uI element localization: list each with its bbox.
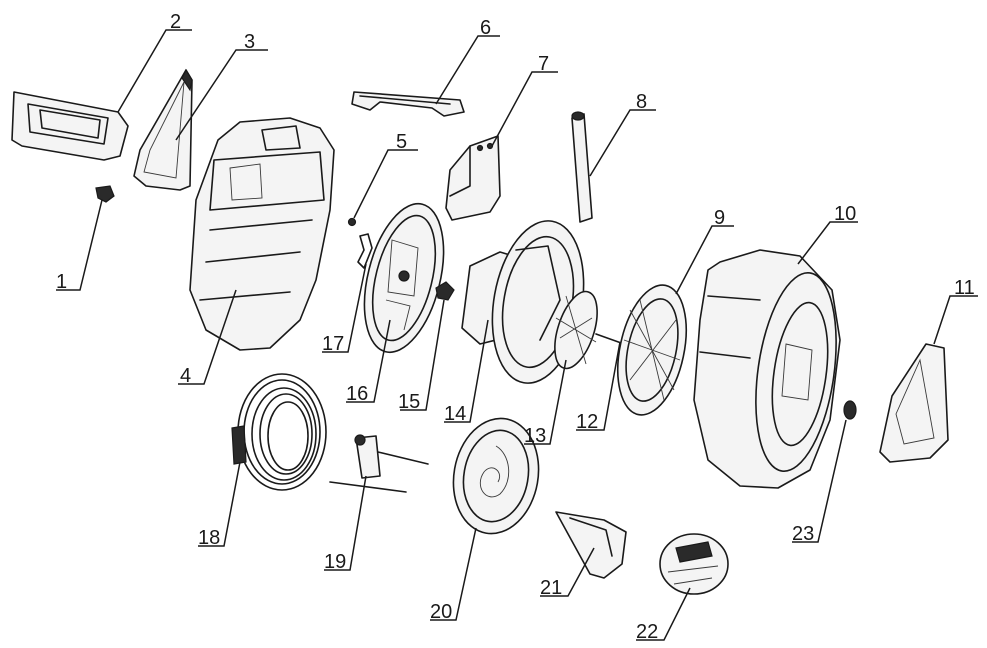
callout-13: 13 xyxy=(524,425,546,447)
part-9-grille xyxy=(617,284,687,416)
callout-9: 9 xyxy=(714,207,725,229)
part-23-nut xyxy=(843,400,857,420)
callout-2: 2 xyxy=(170,11,181,33)
part-16-fan-disc xyxy=(363,202,445,354)
leader-10 xyxy=(797,221,858,265)
leader-21 xyxy=(540,547,595,597)
callout-3: 3 xyxy=(244,31,255,53)
callout-17: 17 xyxy=(322,333,344,355)
part-11-front-filter xyxy=(879,343,949,463)
part-17-spring-clip xyxy=(357,233,373,269)
part-8-rod xyxy=(571,111,593,223)
part-2-front-frame xyxy=(11,91,129,161)
callout-16: 16 xyxy=(346,383,368,405)
leader-16 xyxy=(346,319,391,403)
leader-7 xyxy=(491,71,558,147)
callout-1: 1 xyxy=(56,271,67,293)
leader-17 xyxy=(322,263,367,353)
leader-lines xyxy=(56,29,978,641)
callout-18: 18 xyxy=(198,527,220,549)
callout-7: 7 xyxy=(538,53,549,75)
callout-20: 20 xyxy=(430,601,452,623)
callout-23: 23 xyxy=(792,523,814,545)
part-10-front-housing xyxy=(693,249,841,489)
leader-2 xyxy=(117,29,192,113)
leader-20 xyxy=(430,527,477,621)
part-6-handle xyxy=(351,91,465,117)
leader-11 xyxy=(933,295,978,345)
part-3-filter-screen xyxy=(133,68,193,191)
leader-19 xyxy=(324,475,367,571)
callout-labels: 1 2 3 4 5 6 7 8 9 10 11 12 13 14 15 16 1… xyxy=(56,11,975,643)
part-1-clip xyxy=(95,185,115,203)
leader-12 xyxy=(576,341,621,431)
part-18-coil-hose xyxy=(231,373,327,491)
callout-21: 21 xyxy=(540,577,562,599)
callout-6: 6 xyxy=(480,17,491,39)
leader-23 xyxy=(792,419,847,543)
leader-14 xyxy=(444,319,489,423)
callout-12: 12 xyxy=(576,411,598,433)
leader-4 xyxy=(178,289,237,385)
part-7-bracket xyxy=(445,135,501,221)
part-4-rear-housing xyxy=(189,117,335,351)
part-21-cover-plate xyxy=(555,511,627,579)
callout-11: 11 xyxy=(954,277,975,299)
leader-15 xyxy=(400,299,445,411)
part-13-impeller xyxy=(554,290,598,370)
leader-6 xyxy=(435,35,500,105)
callout-8: 8 xyxy=(636,91,647,113)
callout-5: 5 xyxy=(396,131,407,153)
leader-18 xyxy=(198,461,241,547)
part-5-screw xyxy=(347,217,357,227)
part-22-knob xyxy=(659,533,729,595)
leader-8 xyxy=(589,109,656,177)
leader-9 xyxy=(675,225,734,295)
callout-14: 14 xyxy=(444,403,466,425)
leader-3 xyxy=(175,49,268,141)
leader-1 xyxy=(56,199,103,291)
leader-22 xyxy=(636,587,691,641)
callout-15: 15 xyxy=(398,391,420,413)
leader-13 xyxy=(524,359,567,445)
callout-10: 10 xyxy=(834,203,856,225)
part-15-fastener xyxy=(435,281,455,301)
callout-4: 4 xyxy=(180,365,191,387)
part-20-impeller-wheel xyxy=(452,417,540,535)
leader-5 xyxy=(353,149,418,219)
callout-19: 19 xyxy=(324,551,346,573)
callout-22: 22 xyxy=(636,621,658,643)
part-19-crank xyxy=(329,434,429,493)
